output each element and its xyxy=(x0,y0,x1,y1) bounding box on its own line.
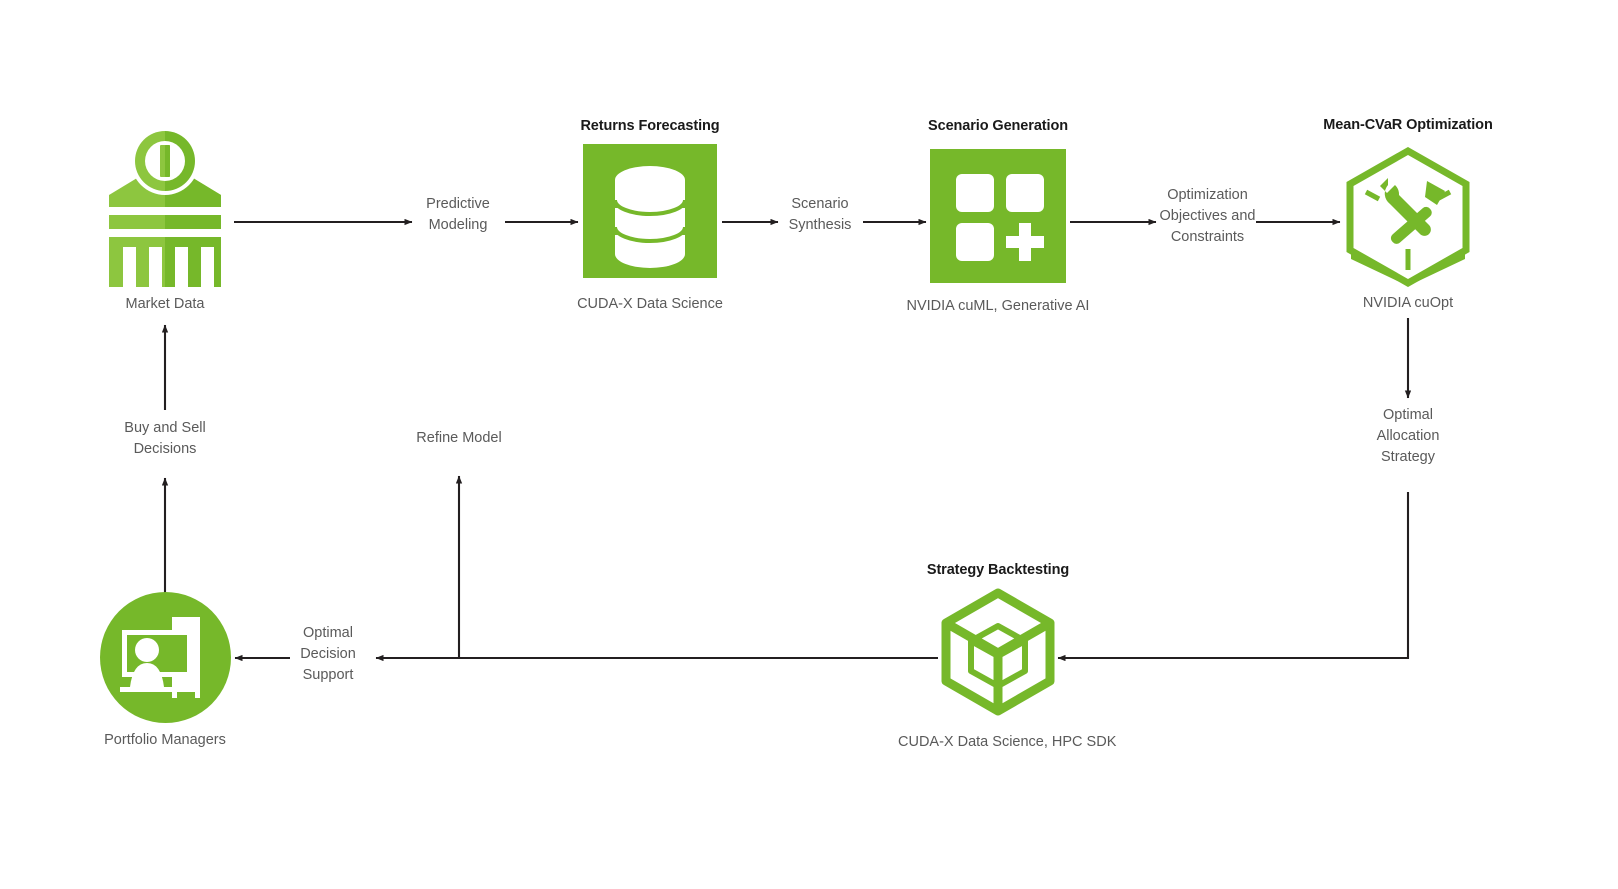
node-sublabel-mean-cvar-optimization: NVIDIA cuOpt xyxy=(1362,295,1454,311)
cube-icon xyxy=(940,588,1056,716)
node-returns-forecasting[interactable]: Returns Forecasting CUDA-X D xyxy=(550,118,750,318)
edge-label-predictive-modeling: Predictive Modeling xyxy=(426,196,490,233)
node-strategy-backtesting[interactable]: Strategy Backtesting CUDA-X Data Science… xyxy=(898,562,1117,762)
node-title-strategy-backtesting: Strategy Backtesting xyxy=(926,562,1070,578)
edge-label-refine-model: Refine Model xyxy=(416,430,502,446)
person-workstation-icon xyxy=(100,592,231,723)
node-market-data[interactable]: Market Data xyxy=(65,118,265,318)
node-sublabel-returns-forecasting: CUDA-X Data Science xyxy=(577,296,723,312)
edge-label-optimization-objectives: Optimization Objectives and Constraints xyxy=(1159,187,1256,245)
bank-icon xyxy=(105,125,225,287)
node-label-portfolio-managers: Portfolio Managers xyxy=(104,732,226,748)
node-sublabel-scenario-generation: NVIDIA cuML, Generative AI xyxy=(906,298,1090,314)
edge-label-optimal-decision-support: Optimal Decision Support xyxy=(300,625,356,683)
node-title-scenario-generation: Scenario Generation xyxy=(928,118,1068,134)
node-sublabel-strategy-backtesting: CUDA-X Data Science, HPC SDK xyxy=(898,734,1117,750)
edge-label-buy-and-sell-decisions: Buy and Sell Decisions xyxy=(124,420,206,457)
node-scenario-generation[interactable]: Scenario Generation NVIDIA cuML, Generat… xyxy=(898,118,1098,323)
node-title-returns-forecasting: Returns Forecasting xyxy=(580,118,720,134)
node-title-mean-cvar-optimization: Mean-CVaR Optimization xyxy=(1323,117,1493,133)
node-mean-cvar-optimization[interactable]: Mean-CVaR Optimization xyxy=(1308,117,1508,317)
node-portfolio-managers[interactable]: Portfolio Managers xyxy=(65,592,265,782)
grid-plus-icon xyxy=(930,149,1066,283)
node-label-market-data: Market Data xyxy=(125,296,205,312)
database-icon xyxy=(583,144,717,278)
hexagon-tools-icon xyxy=(1341,146,1475,288)
edge-label-optimal-allocation-strategy: Optimal Allocation Strategy xyxy=(1376,407,1440,465)
edge-label-scenario-synthesis: Scenario Synthesis xyxy=(788,196,852,233)
edge-allocation-to-backtesting xyxy=(1057,492,1410,662)
